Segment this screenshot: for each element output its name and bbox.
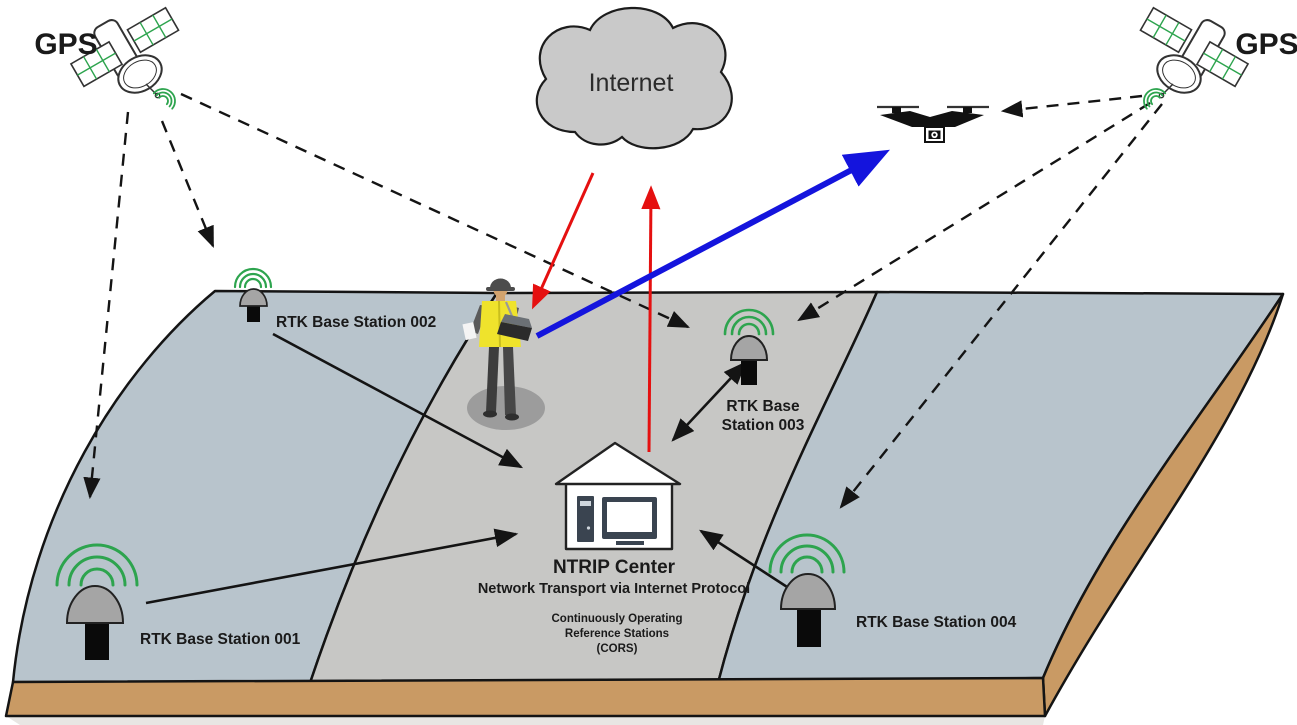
rtk-base-station-003: [723, 308, 775, 385]
link-station-001-ntrip: [145, 528, 519, 605]
station-003-label-line2: Station 003: [722, 417, 805, 434]
station-002-label: RTK Base Station 002: [276, 314, 436, 331]
signal-waves-icon: [768, 533, 846, 574]
cors-line-3: (CORS): [597, 643, 638, 655]
link-station-003-ntrip: [671, 361, 747, 442]
signal-waves-icon: [233, 267, 273, 289]
gps-signal-to-station-004: [839, 103, 1163, 509]
station-004-label: RTK Base Station 004: [856, 614, 1017, 631]
gps-signal-to-station-002: [160, 120, 215, 248]
cors-line-2: Reference Stations: [565, 628, 669, 640]
signal-waves-icon: [55, 543, 139, 587]
rtk-base-station-004: [768, 533, 846, 647]
gps-signal-to-station-001: [83, 111, 130, 500]
ntrip-title: NTRIP Center: [553, 557, 676, 578]
ntrip-subtitle: Network Transport via Internet Protocol: [478, 581, 750, 597]
hard-hat-icon: [490, 278, 511, 288]
gps-label-right: GPS: [1235, 28, 1297, 61]
roof-icon: [554, 441, 682, 486]
gps-satellite-right: [1138, 6, 1250, 110]
rtk-antenna-dome-icon: [779, 573, 837, 610]
rtk-antenna-dome-icon: [729, 335, 769, 361]
drone-icon: [877, 105, 989, 143]
camera-icon: [924, 126, 945, 143]
gps-signal-to-station-003-left: [180, 92, 690, 329]
rtk-antenna-dome-icon: [65, 585, 125, 624]
internet-to-surveyor-arrow: [532, 172, 595, 310]
gps-signal-to-station-003-right: [797, 101, 1151, 322]
cors-line-1: Continuously Operating: [552, 613, 683, 625]
ground-bottom-sliver: [6, 716, 1045, 725]
rtk-base-station-002: [233, 267, 273, 322]
arrows: [83, 92, 1163, 605]
link-station-002-ntrip: [272, 332, 524, 469]
internet-cloud-icon: [535, 6, 733, 150]
computer-icon: [577, 496, 657, 545]
gps-label-left: GPS: [34, 28, 97, 61]
rtk-antenna-dome-icon: [239, 288, 268, 307]
rtk-base-station-001: [55, 543, 139, 660]
surveyor-figure: [462, 278, 545, 430]
ntrip-to-internet-arrow: [641, 185, 661, 453]
ntrip-center-building-icon: [554, 441, 682, 551]
signal-waves-icon: [723, 308, 775, 336]
surveyor-to-drone-arrow: [535, 149, 890, 339]
gps-signal-to-drone: [1000, 94, 1143, 118]
controller-icon: [497, 314, 532, 341]
station-003-label-line1: RTK Base: [726, 398, 800, 415]
station-001-label: RTK Base Station 001: [140, 631, 301, 648]
link-station-004-ntrip: [699, 529, 802, 598]
internet-label: Internet: [589, 69, 674, 97]
ground-front-edge: [4, 676, 1047, 718]
